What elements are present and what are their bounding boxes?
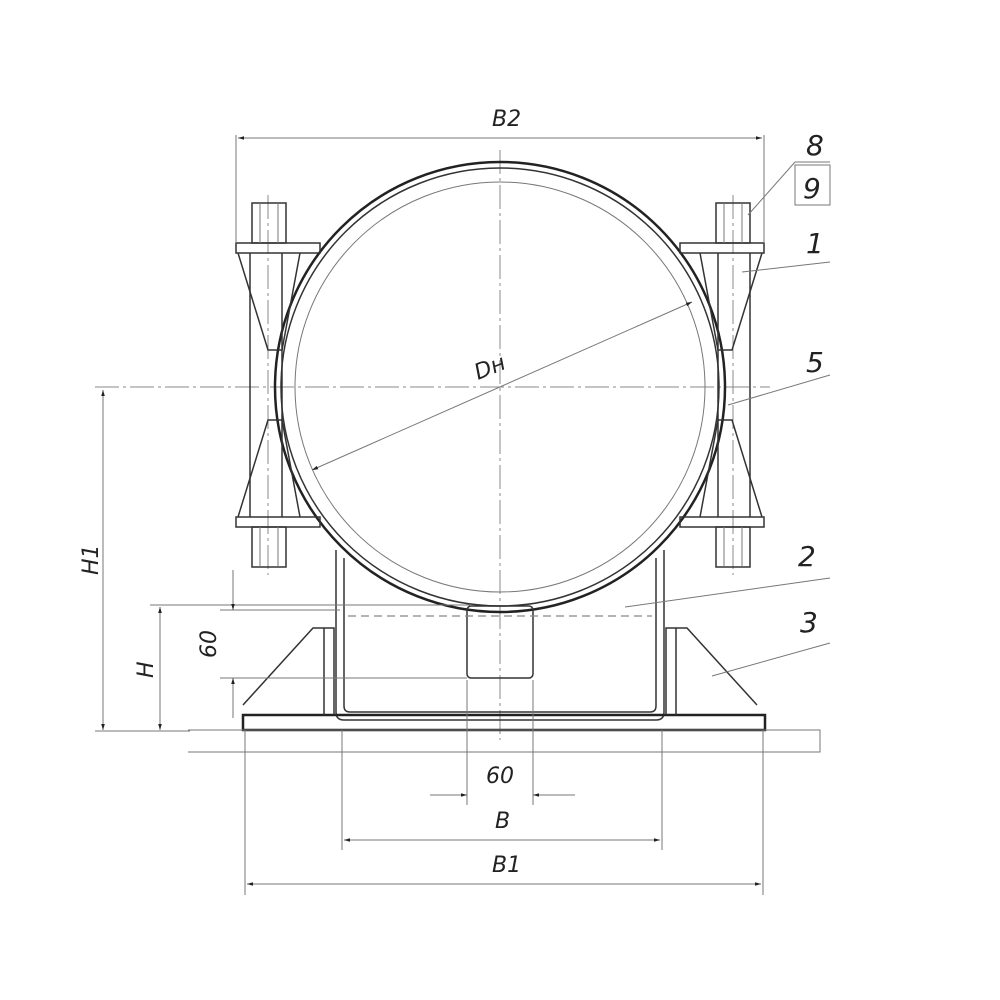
callout-3: 3 <box>800 606 818 639</box>
callout-9: 9 <box>803 172 821 205</box>
base-plate <box>188 627 821 753</box>
callout-1: 1 <box>806 227 824 260</box>
leader-lines <box>624 161 831 677</box>
dim-dn-label: Dн <box>471 351 509 386</box>
bolts <box>251 202 751 568</box>
dim-h1-label: H1 <box>79 544 104 575</box>
dim-b-label: B <box>495 809 510 834</box>
callout-8: 8 <box>806 129 824 162</box>
callout-2: 2 <box>798 540 816 573</box>
dim-b1-label: B1 <box>492 853 521 878</box>
dim-height-60-label: 60 <box>197 630 222 658</box>
dim-b2-label: B2 <box>492 107 521 132</box>
callout-5: 5 <box>806 346 824 379</box>
clamp-right <box>679 242 765 528</box>
dim-h-label: H <box>134 661 159 678</box>
dimensions <box>95 135 765 895</box>
dim-width-60-label: 60 <box>486 764 514 789</box>
clamp-left <box>235 242 321 528</box>
